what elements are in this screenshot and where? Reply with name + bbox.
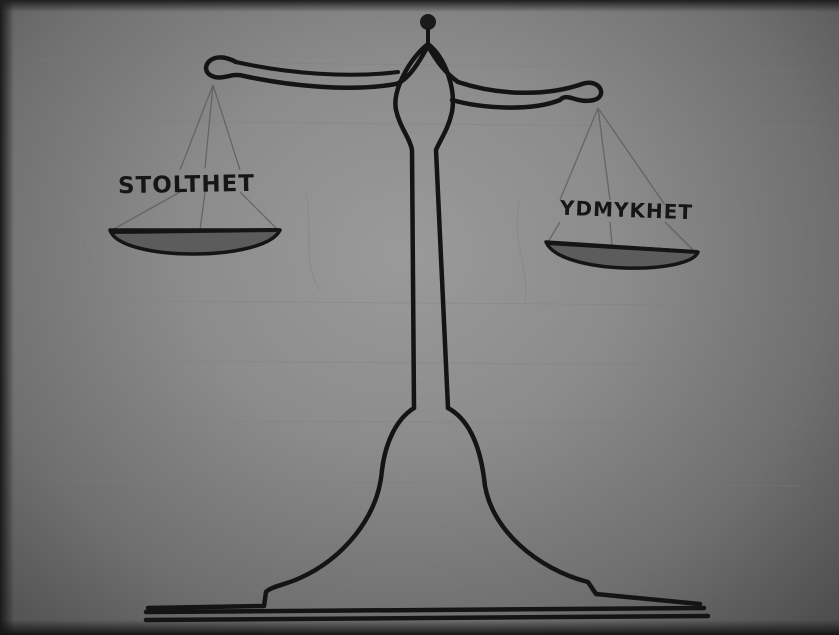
scale-pillar-head [395,44,452,408]
left-pan-label: STOLTHET [118,171,255,199]
left-pan-strings [112,85,278,230]
scale-ground [146,608,708,620]
right-pan-strings [548,108,695,252]
scale-top-knob [420,14,436,30]
scale-base [148,408,700,608]
right-pan-label: YDMYKHET [560,196,694,225]
